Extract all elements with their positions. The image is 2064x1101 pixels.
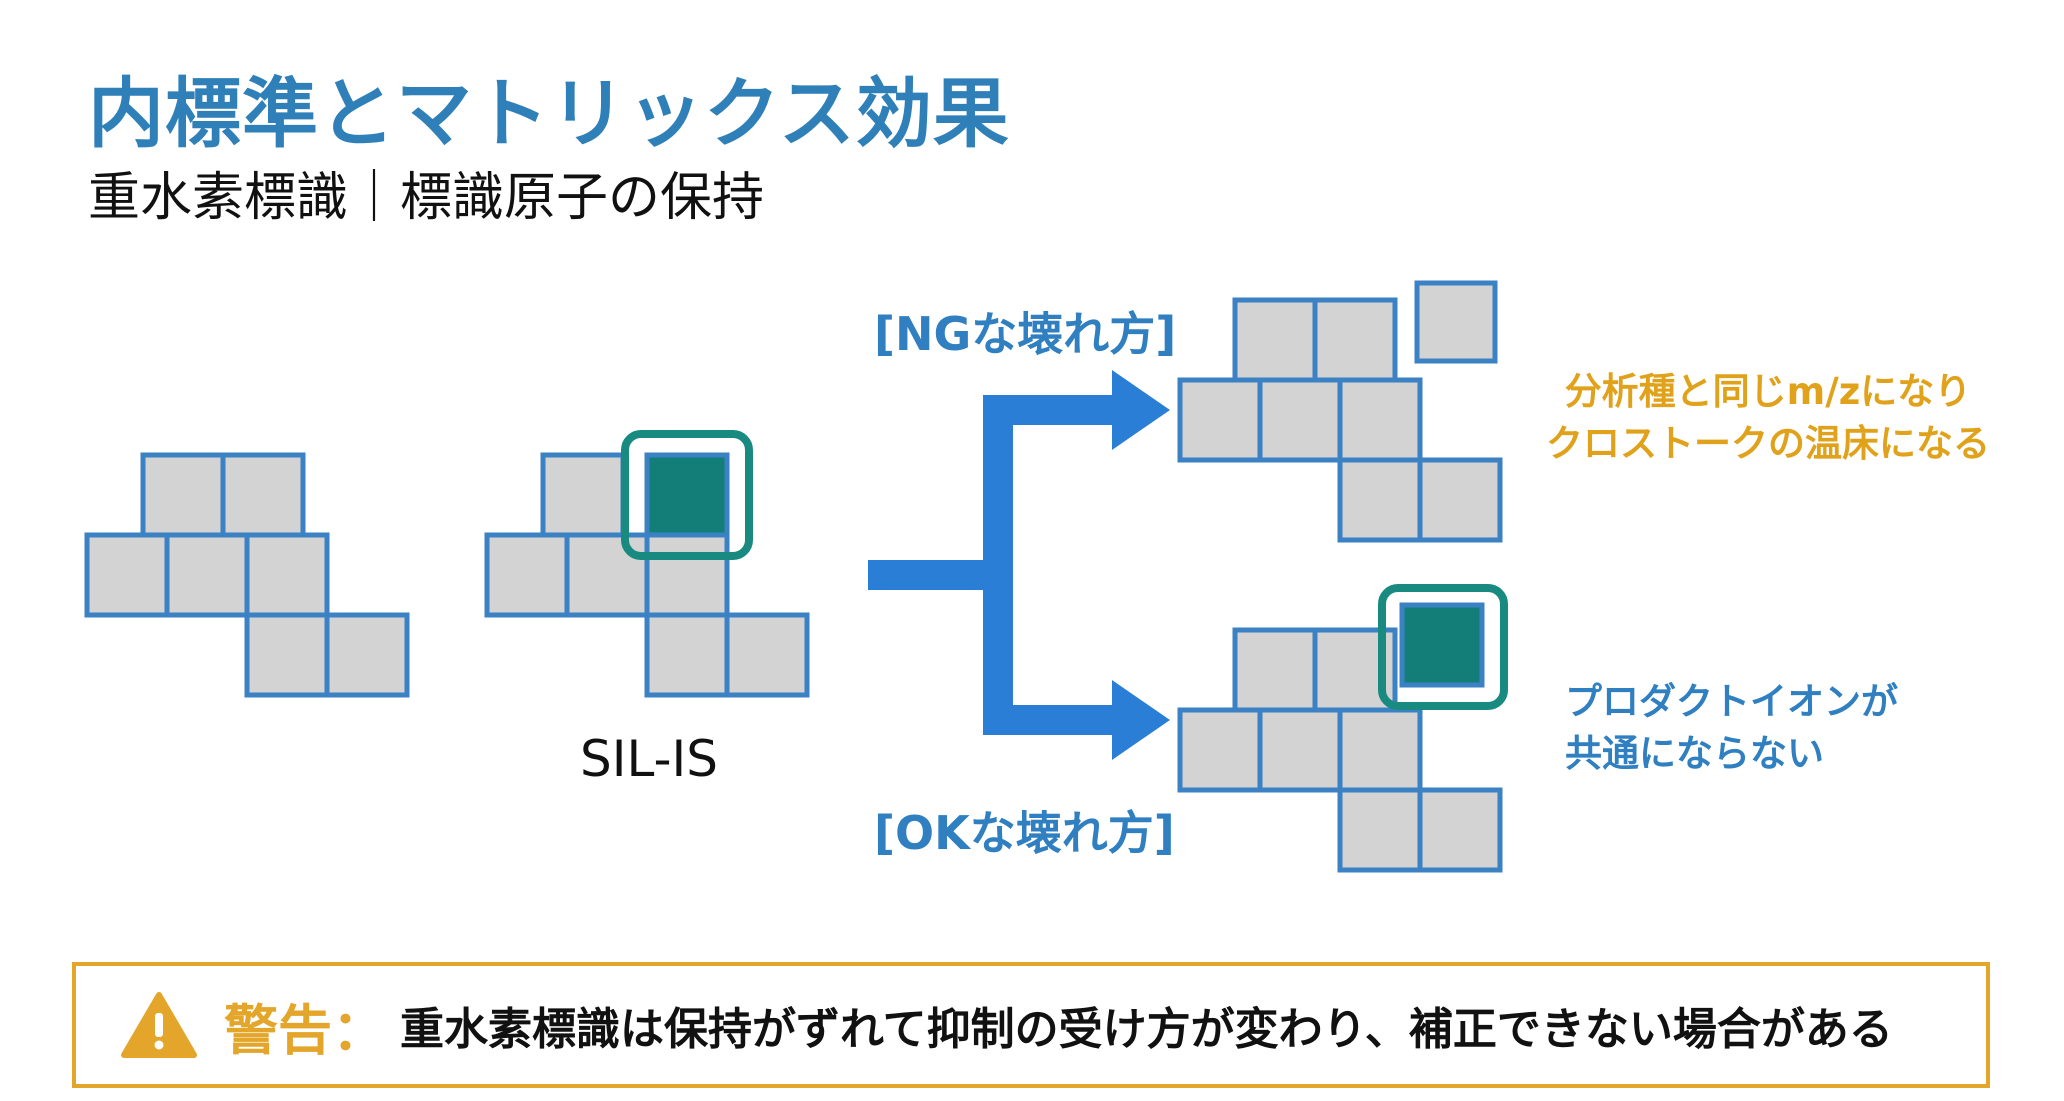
ok-note: プロダクトイオンが 共通にならない [1565, 676, 1965, 780]
analyte-cell [220, 452, 306, 538]
ng-fragment [1177, 280, 1503, 543]
arrow-head-ng [1112, 370, 1170, 450]
ng-cell [1177, 377, 1263, 463]
ng-note-line: クロストークの温床になる [1546, 422, 1990, 465]
analyte-molecule [84, 452, 410, 698]
ok-cell [1177, 707, 1263, 793]
labeled-atom-cell [644, 452, 730, 538]
analyte-cell [244, 612, 330, 698]
ng-cell [1337, 377, 1423, 463]
ng-cell [1417, 457, 1503, 543]
ng-cell [1257, 377, 1343, 463]
page-title: 内標準とマトリックス効果 [88, 69, 1010, 158]
sil-cell [564, 532, 650, 618]
sil-is-molecule [484, 452, 810, 698]
label-highlight-ring [621, 430, 753, 560]
warning-text: 重水素標識は保持がずれて抑制の受け方が変わり、補正できない場合がある [400, 1004, 1893, 1055]
ng-cell [1337, 457, 1423, 543]
sil-cell [644, 532, 730, 618]
sil-cell [540, 452, 626, 538]
sil-cell [644, 612, 730, 698]
ng-cell [1312, 297, 1398, 383]
warning-triangle-icon [121, 992, 197, 1058]
warning-label: 警告： [224, 998, 386, 1062]
ng-detached-cell [1414, 280, 1498, 364]
ok-fragmentation-label: [OKな壊れ方] [874, 806, 1175, 860]
ok-note-line: 共通にならない [1565, 732, 1824, 775]
branch-arrow [868, 370, 1170, 760]
sil-is-label: SIL-IS [580, 730, 718, 788]
analyte-cell [164, 532, 250, 618]
ng-cell [1232, 297, 1318, 383]
ok-cell [1417, 787, 1503, 873]
ok-labeled-atom-cell [1399, 602, 1485, 688]
ok-cell [1337, 707, 1423, 793]
analyte-cell [84, 532, 170, 618]
analyte-cell [324, 612, 410, 698]
page-subtitle: 重水素標識｜標識原子の保持 [88, 168, 765, 228]
ng-note: 分析種と同じm/zになり クロストークの温床になる [1518, 366, 2018, 470]
arrow-head-ok [1112, 680, 1170, 760]
ok-fragment [1177, 602, 1503, 873]
analyte-cell [244, 532, 330, 618]
ng-note-line: 分析種と同じm/zになり [1564, 370, 1972, 413]
sil-cell [484, 532, 570, 618]
ok-cell [1337, 787, 1423, 873]
ng-fragmentation-label: [NGな壊れ方] [874, 307, 1177, 361]
sil-cell [724, 612, 810, 698]
ok-cell [1232, 627, 1318, 713]
ok-note-line: プロダクトイオンが [1565, 680, 1898, 723]
ok-cell [1257, 707, 1343, 793]
ok-label-highlight-ring [1378, 584, 1508, 710]
warning-box: 警告： 重水素標識は保持がずれて抑制の受け方が変わり、補正できない場合がある [72, 962, 1990, 1088]
analyte-cell [140, 452, 226, 538]
